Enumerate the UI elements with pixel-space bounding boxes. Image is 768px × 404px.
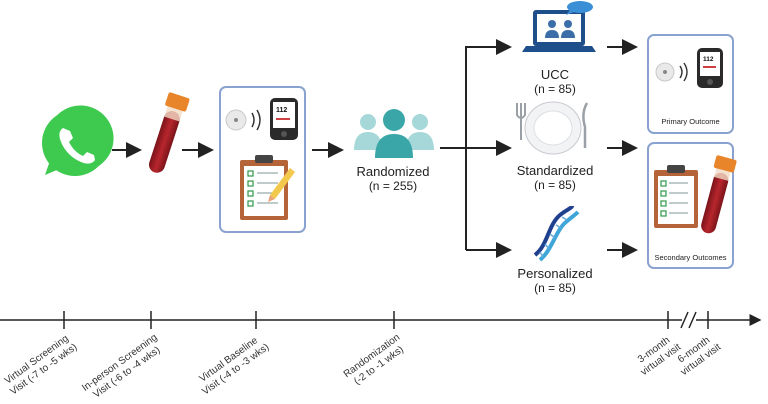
timeline: [0, 311, 762, 329]
primary-outcome-box: [647, 34, 734, 134]
axis-break-mark: [680, 311, 689, 329]
cgm-sensor-icon: [655, 62, 688, 82]
primary-outcome-label: Primary Outcome: [661, 117, 720, 126]
arm-ucc: UCC (n = 85): [534, 67, 576, 96]
arm-personalized: Personalized (n = 85): [517, 266, 593, 295]
secondary-outcome-label: Secondary Outcomes: [654, 253, 727, 262]
randomized-label: Randomized (n = 255): [356, 164, 430, 193]
cgm-sensor-icon: [225, 109, 261, 131]
clipboard-icon: [240, 155, 295, 220]
clipboard-icon: [654, 165, 698, 228]
people-group-icon: [354, 109, 434, 158]
svg-text:112: 112: [703, 56, 714, 63]
blood-tube-icon: [148, 92, 190, 173]
svg-text:112: 112: [276, 107, 287, 114]
whatsapp-icon: [42, 105, 114, 176]
baseline-box: [219, 86, 306, 233]
cgm-reader-icon: 112: [270, 98, 298, 140]
arm-standardized: Standardized (n = 85): [516, 163, 594, 192]
plate-utensils-icon: [516, 101, 589, 155]
blood-tube-icon: [701, 155, 737, 234]
secondary-outcome-box: [647, 142, 734, 269]
cgm-reader-icon: 112: [697, 48, 723, 88]
branch-connector: [440, 46, 467, 250]
axis-break-mark: [688, 311, 697, 329]
dna-icon: [533, 205, 580, 262]
telehealth-laptop-icon: [522, 1, 596, 52]
